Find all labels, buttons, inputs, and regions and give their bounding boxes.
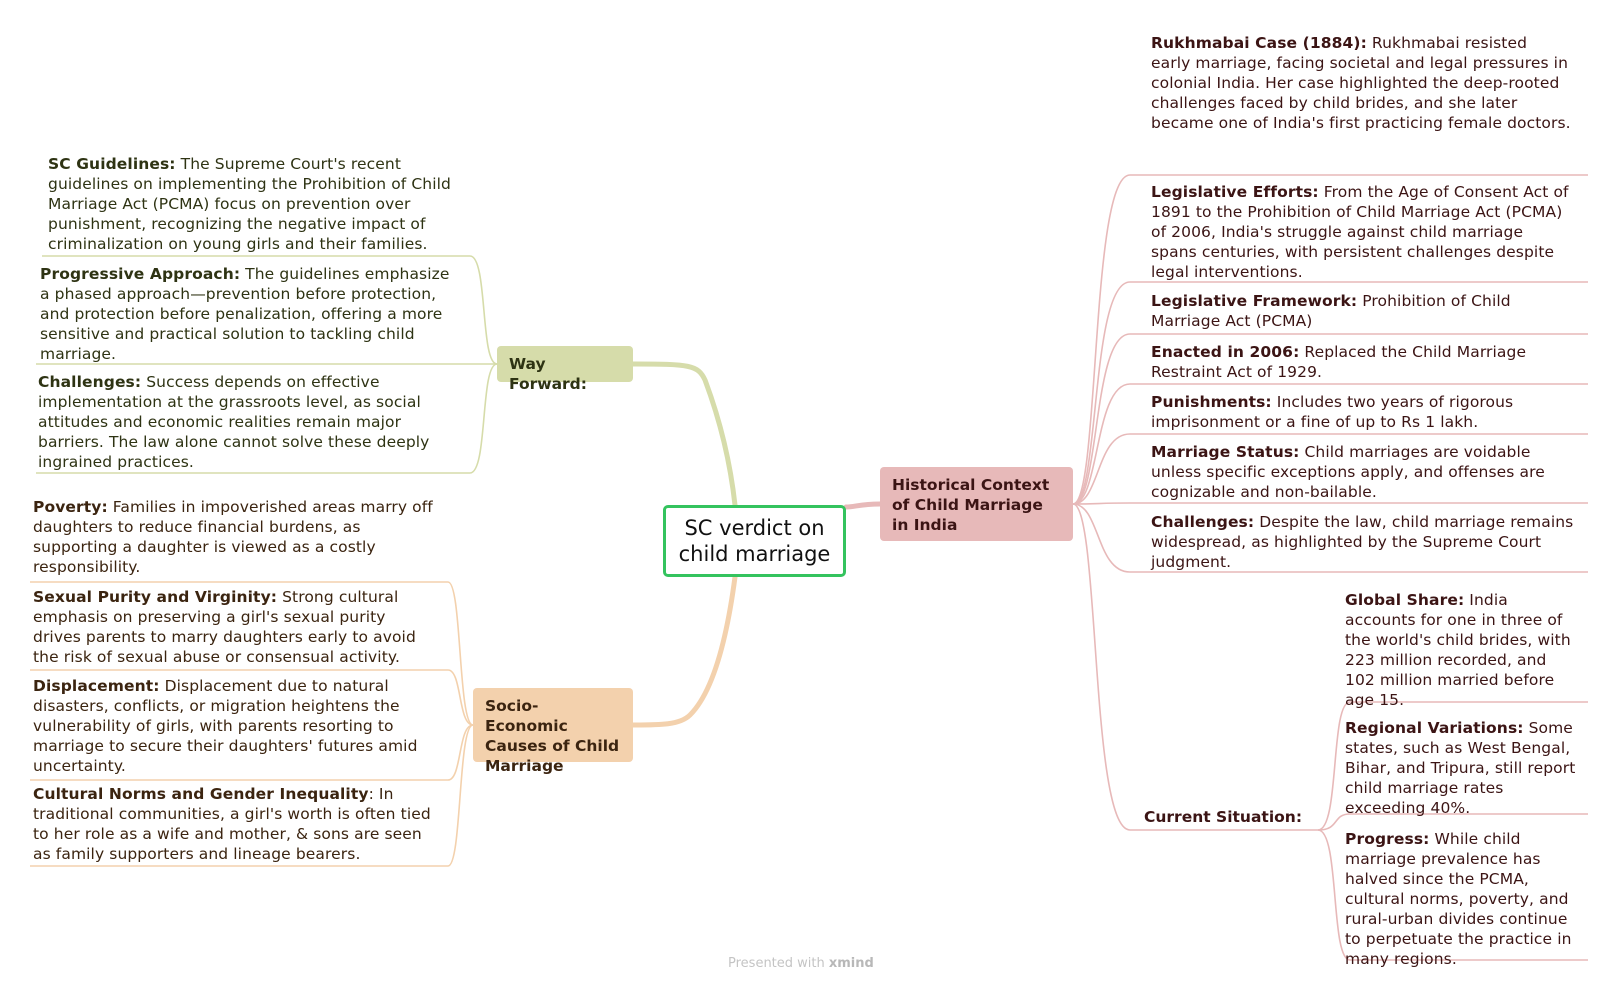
leaf-punishments[interactable]: Punishments: Includes two years of rigor… [1151,393,1514,431]
branch-socio-economic-causes[interactable]: Socio-Economic Causes of Child Marriage [473,688,633,775]
leaf-poverty[interactable]: Poverty: Families in impoverished areas … [33,498,433,576]
leaf-way-forward-challenges[interactable]: Challenges: Success depends on effective… [38,373,430,471]
current-situation-node[interactable]: Current Situation: [1144,808,1303,826]
leaf-enacted-2006[interactable]: Enacted in 2006: Replaced the Child Marr… [1151,343,1527,381]
leaf-regional-variations[interactable]: Regional Variations: Some states, such a… [1345,719,1576,817]
leaf-sc-guidelines[interactable]: SC Guidelines: The Supreme Court's recen… [48,155,451,253]
leaf-sexual-purity[interactable]: Sexual Purity and Virginity: Strong cult… [33,588,416,666]
central-topic[interactable]: SC verdict on child marriage [663,505,846,577]
branch-way-forward[interactable]: Way Forward: [497,346,633,393]
footer-credit: Presented with xmind [728,956,874,971]
branch-historical-context[interactable]: Historical Context of Child Marriage in … [880,467,1073,541]
xmind-brand: xmind [828,956,874,971]
leaf-historical-challenges[interactable]: Challenges: Despite the law, child marri… [1151,513,1574,571]
leaf-marriage-status[interactable]: Marriage Status: Child marriages are voi… [1151,443,1545,501]
leaf-global-share[interactable]: Global Share: India accounts for one in … [1345,591,1571,709]
leaf-legislative-efforts[interactable]: Legislative Efforts: From the Age of Con… [1151,183,1569,281]
leaf-progressive-approach[interactable]: Progressive Approach: The guidelines emp… [40,265,450,363]
leaf-legislative-framework[interactable]: Legislative Framework: Prohibition of Ch… [1151,292,1511,330]
leaf-progress[interactable]: Progress: While child marriage prevalenc… [1345,830,1572,968]
leaf-rukhmabai-case[interactable]: Rukhmabai Case (1884): Rukhmabai resiste… [1151,34,1571,132]
leaf-displacement[interactable]: Displacement: Displacement due to natura… [33,677,418,775]
leaf-cultural-norms[interactable]: Cultural Norms and Gender Inequality: In… [33,785,431,863]
